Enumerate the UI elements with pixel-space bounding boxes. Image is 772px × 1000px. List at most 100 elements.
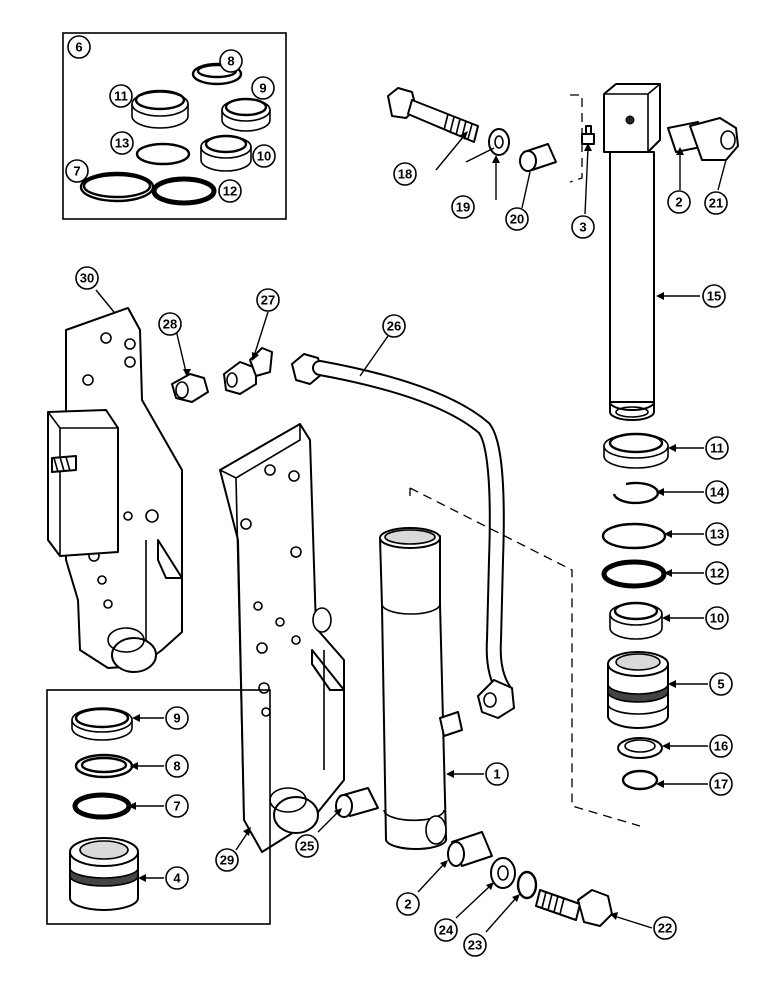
svg-text:12: 12 <box>223 184 237 199</box>
mounting-plate-30 <box>47 307 183 673</box>
retaining-ring-14 <box>612 481 660 505</box>
seal-kit-box-lower <box>46 689 271 925</box>
rod-seal-stack <box>601 432 669 791</box>
seal-kit-box-upper <box>62 32 287 220</box>
callout-19: 19 <box>451 195 475 219</box>
svg-text:11: 11 <box>710 441 724 456</box>
dashed-guide-3 <box>569 94 583 183</box>
callout-7-lower: 7 <box>165 794 189 818</box>
svg-text:28: 28 <box>163 317 177 332</box>
svg-text:29: 29 <box>220 853 234 868</box>
svg-text:12: 12 <box>710 566 724 581</box>
svg-text:13: 13 <box>710 527 724 542</box>
callout-23: 23 <box>463 933 487 957</box>
svg-text:25: 25 <box>300 839 314 854</box>
callout-11: 11 <box>109 84 133 108</box>
bushing-25 <box>335 787 379 818</box>
callout-2-lower: 2 <box>396 892 420 916</box>
svg-text:17: 17 <box>714 777 728 792</box>
svg-text:5: 5 <box>717 677 724 692</box>
svg-text:20: 20 <box>510 212 524 227</box>
callout-30: 30 <box>75 266 99 290</box>
callout-3: 3 <box>571 215 595 239</box>
svg-text:16: 16 <box>714 739 728 754</box>
o-ring-12-right <box>601 559 667 589</box>
svg-text:7: 7 <box>173 799 180 814</box>
svg-text:23: 23 <box>468 938 482 953</box>
callout-7: 7 <box>65 159 89 183</box>
callout-17: 17 <box>709 772 733 796</box>
callout-14: 14 <box>705 480 729 504</box>
snap-ring-17 <box>621 769 659 791</box>
svg-text:2: 2 <box>675 195 682 210</box>
leader-lines <box>95 131 727 933</box>
fitting-28 <box>171 373 209 403</box>
washer-24 <box>490 857 516 889</box>
callout-13-right: 13 <box>705 522 729 546</box>
callout-29: 29 <box>215 848 239 872</box>
callout-1: 1 <box>485 762 509 786</box>
ring-13-right <box>601 522 667 550</box>
svg-text:9: 9 <box>259 81 266 96</box>
callout-20: 20 <box>505 207 529 231</box>
svg-text:26: 26 <box>387 319 401 334</box>
snap-ring-23 <box>516 870 538 900</box>
cylinder-barrel-1 <box>379 527 463 851</box>
washer-19 <box>488 128 510 156</box>
bolt-18 <box>387 87 479 143</box>
svg-text:8: 8 <box>227 54 234 69</box>
grease-fitting-3 <box>581 125 595 145</box>
svg-text:7: 7 <box>73 164 80 179</box>
svg-text:18: 18 <box>398 167 412 182</box>
bushing-20 <box>519 143 557 172</box>
bushing-2-lower <box>447 831 493 867</box>
callout-21: 21 <box>704 191 728 215</box>
o-ring-12-upper <box>151 176 217 206</box>
svg-text:6: 6 <box>75 40 82 55</box>
callout-9: 9 <box>251 76 275 100</box>
callout-markers: 6 8 11 9 13 10 7 12 18 19 20 3 2 21 15 3… <box>65 35 733 957</box>
callout-25: 25 <box>295 834 319 858</box>
svg-text:9: 9 <box>173 711 180 726</box>
o-ring-13-upper <box>135 142 191 166</box>
bolt-22 <box>535 889 613 927</box>
callout-24: 24 <box>434 918 458 942</box>
svg-text:15: 15 <box>707 289 721 304</box>
svg-text:21: 21 <box>709 196 723 211</box>
cylinder-rod-15 <box>603 83 661 421</box>
elbow-fitting-27 <box>223 347 273 395</box>
callout-22: 22 <box>653 916 677 940</box>
callout-13: 13 <box>110 131 134 155</box>
svg-text:10: 10 <box>257 149 271 164</box>
callout-8: 8 <box>219 49 243 73</box>
svg-text:24: 24 <box>439 923 454 938</box>
callout-2-upper: 2 <box>667 190 691 214</box>
callout-4: 4 <box>165 866 189 890</box>
svg-text:19: 19 <box>456 200 470 215</box>
svg-text:4: 4 <box>173 871 181 886</box>
callout-8-lower: 8 <box>165 754 189 778</box>
svg-text:8: 8 <box>173 759 180 774</box>
o-ring-7-lower <box>72 792 132 820</box>
svg-text:3: 3 <box>579 220 586 235</box>
callout-27: 27 <box>256 288 280 312</box>
callout-12-right: 12 <box>705 561 729 585</box>
callout-18: 18 <box>393 162 417 186</box>
callout-6: 6 <box>67 35 91 59</box>
hydraulic-hose-26 <box>291 353 515 719</box>
svg-text:1: 1 <box>493 767 500 782</box>
svg-text:2: 2 <box>404 897 411 912</box>
dashed-guide-1 <box>409 487 641 827</box>
mounting-plate-29 <box>219 423 345 853</box>
svg-text:14: 14 <box>710 485 725 500</box>
callout-15: 15 <box>702 284 726 308</box>
svg-text:10: 10 <box>710 611 724 626</box>
callout-26: 26 <box>382 314 406 338</box>
piston-5 <box>607 651 669 729</box>
svg-text:11: 11 <box>114 89 128 104</box>
svg-text:22: 22 <box>658 921 672 936</box>
svg-text:30: 30 <box>80 271 94 286</box>
callout-28: 28 <box>158 312 182 336</box>
callout-10: 10 <box>252 144 276 168</box>
